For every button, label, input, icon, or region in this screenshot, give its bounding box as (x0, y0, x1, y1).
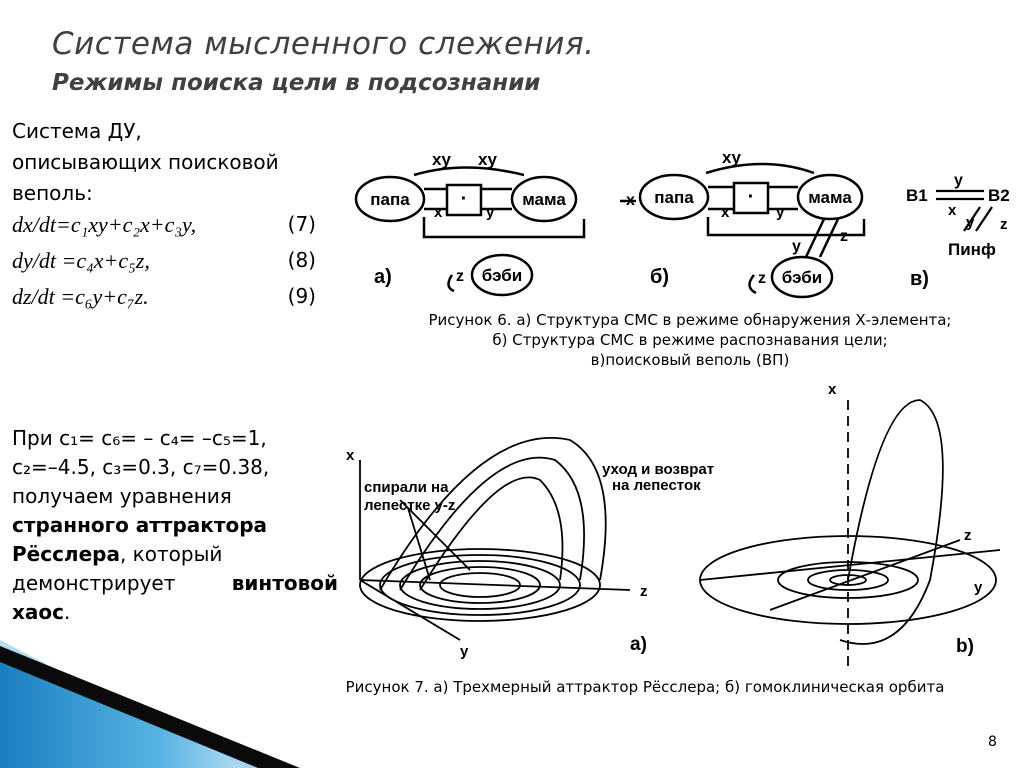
caption-line: б) Структура СМС в режиме распознавания … (492, 331, 888, 349)
node-mama-a: мама (522, 190, 566, 209)
label-xy: xy (432, 150, 451, 169)
label-xy: xy (722, 148, 741, 167)
params-line: получаем уравнения (12, 484, 232, 508)
node-mama-b: мама (808, 188, 852, 207)
node-baby-a: бэби (482, 266, 522, 285)
return-label: на лепесток (612, 477, 701, 494)
node-papa-b: папа (654, 188, 694, 207)
caption-line: Рисунок 6. а) Структура СМС в режиме обн… (428, 311, 952, 329)
label-x: x (434, 204, 443, 221)
equation-number: (8) (287, 248, 316, 272)
label-y: y (486, 204, 495, 221)
caption-line: в)поисковый веполь (ВП) (590, 351, 790, 369)
label-x: x (626, 192, 635, 209)
equation-8: dy/dt =c₄x+c₅z, (8) (12, 245, 342, 281)
axis-x-label: x (346, 447, 355, 464)
node-b1: B1 (906, 186, 928, 205)
equation-text: dx/dt=c₁xy+c₂x+c₃y, (12, 212, 197, 237)
label-y: y (776, 204, 785, 221)
axis-z-label: z (640, 583, 648, 600)
node-baby-b: бэби (782, 268, 822, 287)
equation-number: (7) (287, 212, 316, 236)
panel-label-a: а) (374, 266, 392, 288)
equation-7: dx/dt=c₁xy+c₂x+c₃y, (7) (12, 209, 342, 245)
spiral-label: спирали на (364, 479, 449, 496)
label-x: x (721, 204, 730, 221)
label-x: x (948, 202, 957, 219)
spiral-label: лепестке у-z (364, 497, 455, 514)
panel-label-a: а) (630, 634, 647, 655)
figure-7-diagram: x z y спирали на лепестке у-z уход и воз… (346, 381, 1001, 670)
label-y: y (954, 172, 963, 189)
node-dot-a: · (461, 188, 468, 210)
axis-x-label: x (828, 381, 837, 398)
figure-6-diagram: папа мама · бэби xy xy x y z а) папа мам… (354, 148, 1010, 299)
params-bold: Рёсслера (12, 542, 120, 566)
params-line: странного аттрактора (12, 513, 267, 537)
equation-block: Система ДУ, описывающих поисковой веполь… (12, 116, 342, 317)
params-line: Рёсслера, который (12, 540, 338, 569)
intro-line: Система ДУ, (12, 119, 142, 143)
return-label: уход и возврат (602, 461, 714, 478)
panel-label-b: b) (956, 636, 974, 657)
params-text: демонстрирует (12, 571, 176, 595)
equation-text: dy/dt =c₄x+c₅z, (12, 248, 150, 273)
params-text: . (64, 600, 71, 624)
figure-6-caption: Рисунок 6. а) Структура СМС в режиме обн… (350, 310, 1024, 370)
axis-y-label: y (460, 643, 469, 660)
panel-label-v: в) (910, 268, 929, 290)
label-xy: xy (478, 150, 497, 169)
label-z: z (1000, 216, 1008, 233)
slide-title: Система мысленного слежения. (52, 26, 595, 62)
intro-line: описывающих поисковой (12, 150, 279, 174)
intro-line: веполь: (12, 181, 93, 205)
axis-z-label: z (964, 527, 972, 544)
label-z: z (456, 268, 464, 285)
node-pinf: Пинф (948, 240, 996, 259)
equation-9: dz/dt =c₆y+c₇z. (9) (12, 281, 342, 317)
panel-label-b: б) (650, 266, 669, 288)
node-dot-b: · (748, 186, 755, 208)
equation-number: (9) (287, 284, 316, 308)
label-z: z (840, 228, 848, 245)
params-text: , который (119, 542, 223, 566)
label-y: y (966, 214, 975, 231)
params-bold: винтовой (231, 571, 338, 595)
page-number: 8 (988, 734, 997, 750)
figure-7-caption: Рисунок 7. а) Трехмерный аттрактор Рёссл… (345, 678, 945, 696)
label-z: z (758, 270, 766, 287)
equation-text: dz/dt =c₆y+c₇z. (12, 284, 149, 309)
node-b2: B2 (988, 186, 1010, 205)
params-bold: хаос (12, 600, 64, 624)
parameters-paragraph: При c₁= c₆= – c₄= –c₅=1, c₂=–4.5, c₃=0.3… (12, 424, 338, 627)
params-line: При c₁= c₆= – c₄= –c₅=1, (12, 426, 267, 450)
params-line: c₂=–4.5, c₃=0.3, c₇=0.38, (12, 455, 270, 479)
slide-subtitle: Режимы поиска цели в подсознании (52, 70, 541, 96)
axis-y-label: y (974, 579, 983, 596)
params-line: демонстрирует винтовой (12, 569, 338, 598)
node-papa-a: папа (370, 190, 410, 209)
label-y: y (792, 238, 801, 255)
params-line: хаос. (12, 598, 338, 627)
